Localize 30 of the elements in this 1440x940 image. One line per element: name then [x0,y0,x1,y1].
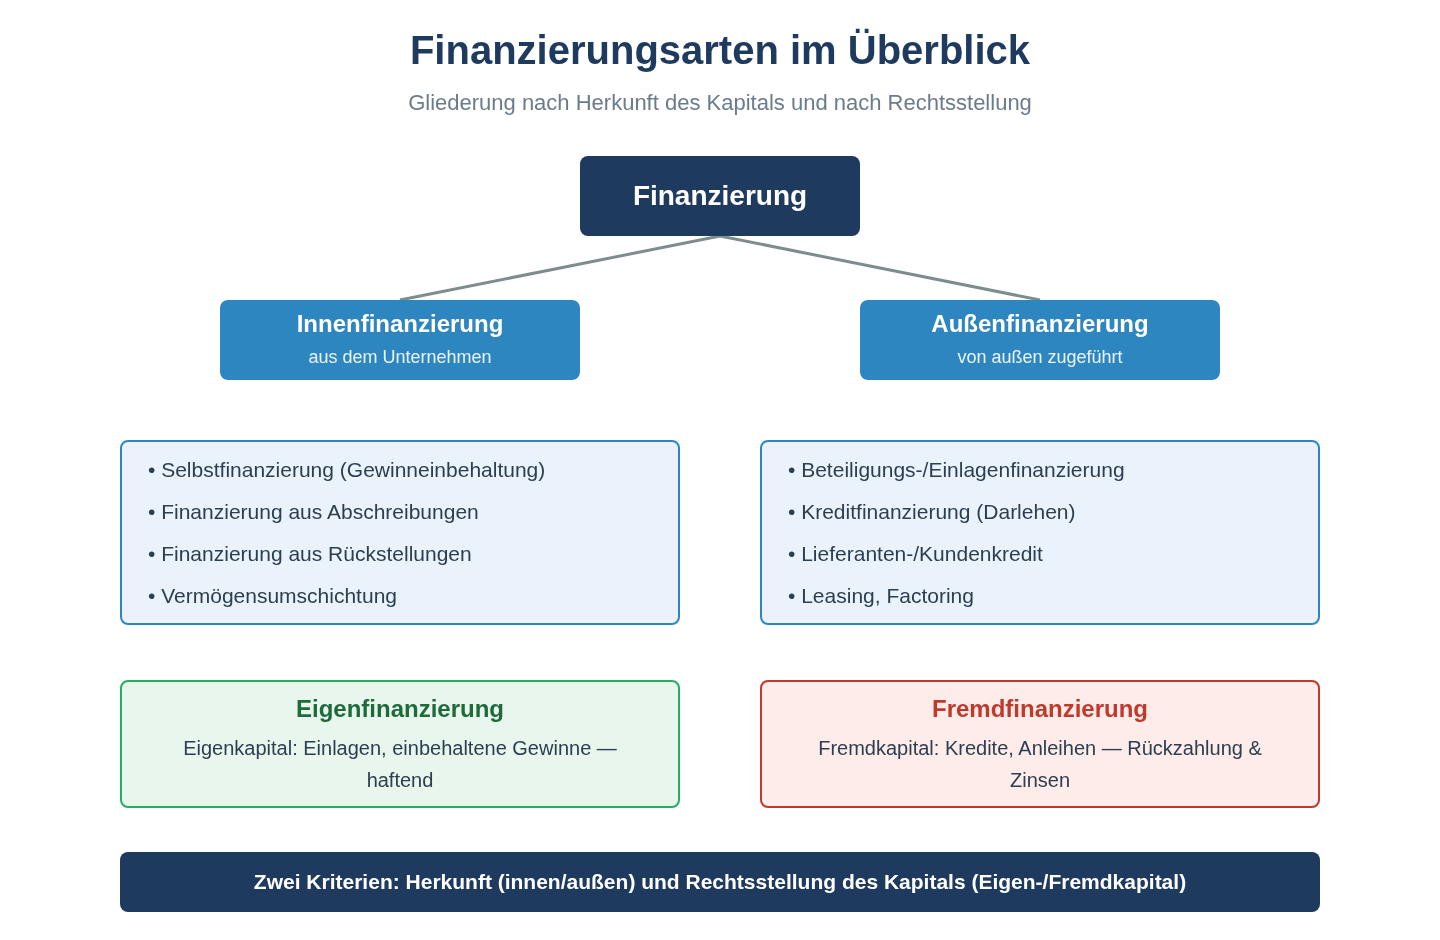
list-item: • Lieferanten-/Kundenkredit [788,540,1044,567]
box-heading: Eigenfinanzierung [295,694,505,724]
box-description: von außen zugeführt [956,346,1124,369]
list-item: • Vermögensumschichtung [148,582,398,609]
connector-line [399,234,721,302]
category-box [860,300,1220,380]
box-heading: Innenfinanzierung [295,309,505,339]
category-box [220,300,580,380]
connector-line [719,234,1041,302]
list-box [760,440,1320,625]
list-item: • Selbstfinanzierung (Gewinneinbehaltung) [148,456,547,483]
box-description: Eigenkapital: Einlagen, einbehaltene Gewinne — haftend [182,736,618,793]
list-item: • Leasing, Factoring [788,582,975,609]
box-heading: Finanzierung [631,179,809,213]
root-box [580,156,860,236]
list-item: • Kreditfinanzierung (Darlehen) [788,498,1077,525]
box-description: aus dem Unternehmen [307,346,493,369]
list-item: • Beteiligungs-/Einlagenfinanzierung [788,456,1126,483]
list-item: • Finanzierung aus Abschreibungen [148,498,480,525]
summary-bar [120,852,1320,912]
list-item: • Finanzierung aus Rückstellungen [148,540,473,567]
subtitle: Gliederung nach Herkunft des Kapitals und nach Rechtsstellung [407,90,1033,116]
box-heading: Fremdfinanzierung [931,694,1149,724]
box-heading: Zwei Kriterien: Herkunft (innen/außen) und Rechtsstellung des Kapitals (Eigen-/Fremdkapital) [252,869,1188,895]
info-box [120,680,680,808]
diagram-title: Finanzierungsarten im Überblick [408,28,1032,73]
info-box [760,680,1320,808]
box-description: Fremdkapital: Kredite, Anleihen — Rückzahlung & Zinsen [817,736,1263,793]
list-box [120,440,680,625]
box-heading: Außenfinanzierung [930,309,1150,339]
